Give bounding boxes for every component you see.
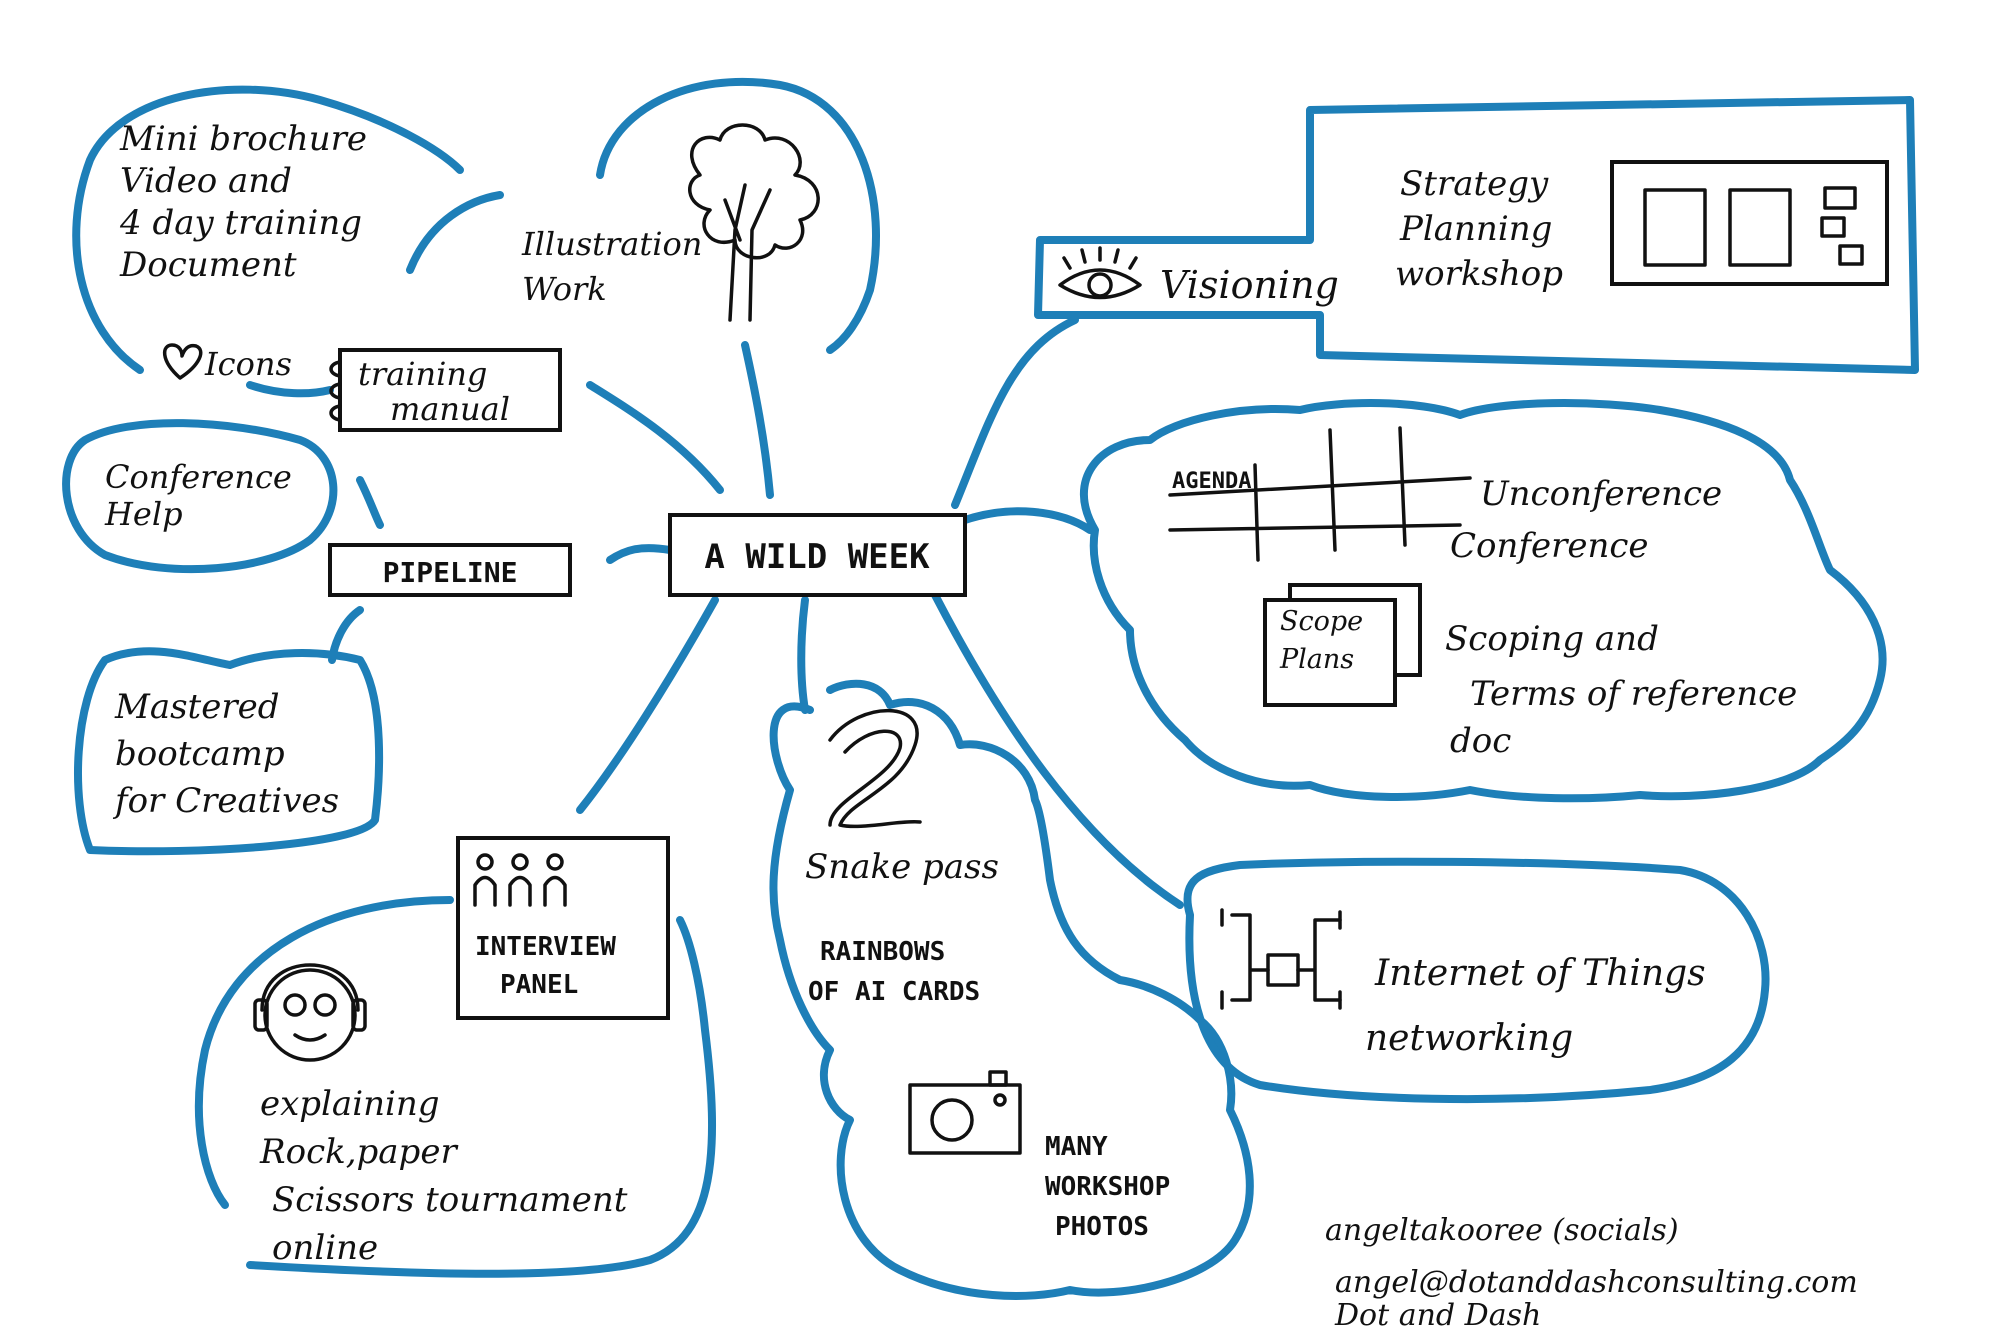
snake-icon: [828, 708, 922, 829]
connector-snake-pass: [797, 596, 809, 714]
conference-help-node: Conference Help: [104, 458, 292, 533]
people-icon: [473, 853, 567, 907]
unconference-node: AGENDA Unconference Conference Scope Pla…: [1168, 426, 1797, 761]
brochure-node: Mini brochure Video and 4 day training D…: [119, 119, 367, 383]
interview-panel-box: [456, 836, 670, 1020]
strategy-box: [1034, 96, 1919, 374]
brochure-line-3: 4 day training: [119, 203, 362, 243]
scoping-line-2: Terms of reference: [1470, 674, 1797, 714]
illustration-line-1: Illustration: [521, 225, 702, 263]
connector-iot: [931, 591, 1184, 909]
connector-unconference: [961, 507, 1094, 534]
agenda-grid-icon: [1168, 426, 1472, 562]
training-manual-node: training manual: [329, 348, 562, 432]
center-node: A WILD WEEK: [668, 513, 967, 597]
connector-illustration: [741, 341, 774, 499]
snake-bubble: [769, 679, 1254, 1300]
rps-bubble: [194, 896, 717, 1278]
rainbows-line-2: OF AI CARDS: [808, 977, 980, 1007]
rps-line-1: explaining: [260, 1084, 440, 1124]
scoping-line-3: doc: [1450, 721, 1511, 761]
training-manual-line-2: manual: [390, 390, 510, 428]
workshop-photos-line-2: WORKSHOP: [1045, 1172, 1170, 1202]
connector-pipeline: [606, 544, 674, 564]
conference-help-bubble: [62, 419, 338, 574]
icons-label: Icons: [204, 345, 292, 383]
brochure-bubble-lower: [246, 381, 334, 398]
conference-help-line-1: Conference: [105, 458, 292, 496]
bootcamp-bubble: [74, 647, 384, 856]
unconference-line-2: Conference: [1450, 526, 1649, 566]
contact-company: Dot and Dash: [1334, 1298, 1541, 1330]
pipeline-box: [328, 543, 572, 597]
iot-line-1: Internet of Things: [1374, 953, 1706, 994]
snake-pass-label: Snake pass: [805, 847, 999, 887]
strategy-line-1: Strategy: [1400, 164, 1549, 204]
tree-icon: [688, 123, 820, 322]
contact-info: angeltakooree (socials) angel@dotanddash…: [1325, 1213, 1858, 1330]
interview-panel-node: INTERVIEW PANEL: [456, 836, 670, 1020]
headphones-face-icon: [253, 963, 367, 1062]
network-icon: [1220, 908, 1342, 1010]
connector-interview: [576, 596, 719, 814]
rps-node: explaining Rock,paper Scissors tournamen…: [253, 963, 628, 1268]
contact-email: angel@dotanddashconsulting.com: [1335, 1265, 1858, 1300]
workshop-photos-line-3: PHOTOS: [1055, 1212, 1149, 1242]
illustration-line-2: Work: [522, 270, 607, 308]
storyboard-icon: [1610, 160, 1889, 286]
interview-panel-line-1: INTERVIEW: [475, 932, 616, 962]
scoping-line-1: Scoping and: [1445, 619, 1659, 659]
iot-line-2: networking: [1365, 1018, 1573, 1059]
camera-icon: [908, 1070, 1022, 1155]
bootcamp-node: Mastered bootcamp for Creatives: [112, 687, 339, 821]
bootcamp-line-2: bootcamp: [115, 734, 285, 774]
illustration-node: Illustration Work: [521, 123, 820, 322]
rps-line-3: Scissors tournament: [272, 1180, 628, 1220]
unconference-cloud: [1080, 399, 1887, 803]
connector-training-manual: [586, 381, 724, 494]
brochure-line-2: Video and: [120, 161, 292, 201]
connector-conference-help: [356, 476, 384, 529]
eye-icon: [1058, 246, 1142, 300]
center-box: [668, 513, 967, 597]
training-manual-box: [338, 348, 562, 432]
training-manual-line-1: training: [358, 355, 487, 393]
pipeline-label: PIPELINE: [383, 556, 518, 589]
snake-pass-node: Snake pass RAINBOWS OF AI CARDS MANY WOR…: [805, 708, 1170, 1242]
connector-visioning: [951, 316, 1079, 509]
brochure-line-1: Mini brochure: [119, 119, 367, 159]
visioning-label: Visioning: [1160, 263, 1339, 307]
rainbows-line-1: RAINBOWS: [820, 937, 945, 967]
illustration-bubble: [406, 77, 880, 354]
conference-help-line-2: Help: [104, 495, 183, 533]
connectors: [328, 316, 1184, 909]
rps-line-2: Rock,paper: [259, 1132, 458, 1172]
agenda-label: AGENDA: [1172, 469, 1251, 494]
iot-node: Internet of Things networking: [1220, 908, 1706, 1059]
bootcamp-line-1: Mastered: [114, 687, 279, 727]
center-title: A WILD WEEK: [704, 537, 930, 577]
strategy-line-2: Planning: [1399, 209, 1552, 249]
strategy-node: Strategy Planning workshop: [1395, 160, 1889, 294]
unconference-line-1: Unconference: [1480, 474, 1722, 514]
scope-plans-icon: [1263, 583, 1422, 707]
contact-socials: angeltakooree (socials): [1325, 1213, 1679, 1248]
bootcamp-line-3: for Creatives: [112, 781, 339, 821]
brochure-line-4: Document: [119, 245, 297, 285]
workshop-photos-line-1: MANY: [1045, 1132, 1108, 1162]
scope-plans-line-2: Plans: [1279, 644, 1354, 675]
visioning-node: Visioning: [1058, 246, 1339, 307]
heart-icon: [163, 343, 203, 380]
strategy-line-3: workshop: [1395, 254, 1563, 294]
scope-plans-line-1: Scope: [1280, 606, 1363, 637]
spiral-binding-icon: [329, 360, 342, 422]
brochure-bubble: [72, 85, 464, 374]
interview-panel-line-2: PANEL: [500, 970, 578, 1000]
pipeline-node: PIPELINE: [328, 543, 572, 597]
rps-line-4: online: [272, 1228, 378, 1268]
iot-bubble: [1183, 857, 1770, 1104]
